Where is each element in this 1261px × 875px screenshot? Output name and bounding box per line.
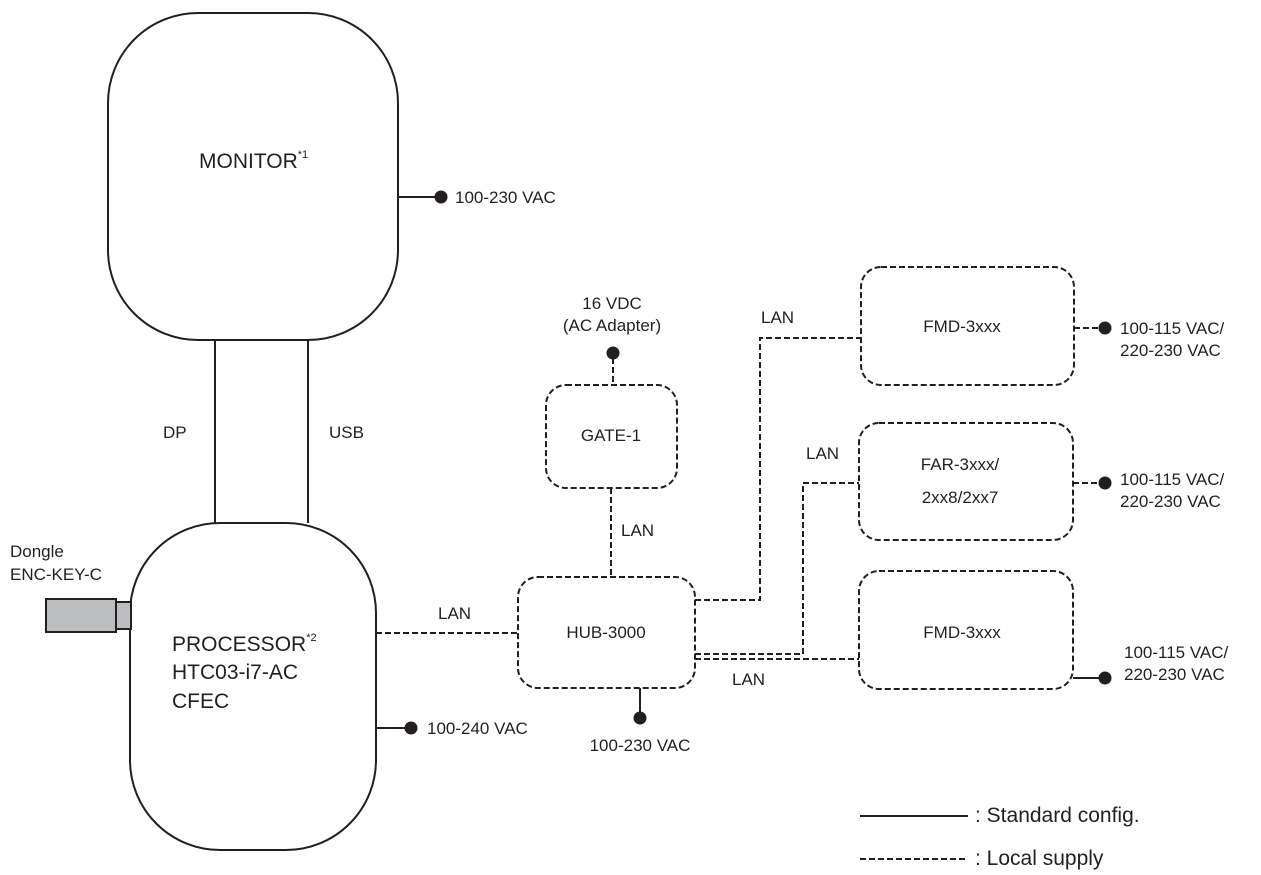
dongle-model: ENC-KEY-C [10,565,102,584]
lan-hub-far-label: LAN [806,444,840,463]
monitor-power-terminal [434,190,448,204]
monitor-label-text: MONITOR [199,150,298,173]
fmd-bottom-power-line1: 100-115 VAC/ [1124,643,1229,662]
monitor-label: MONITOR*1 [199,150,308,174]
monitor-power-label: 100-230 VAC [455,188,556,207]
monitor-box [107,12,399,341]
hub-label: HUB-3000 [566,623,646,642]
fmd-top-label: FMD-3xxx [923,317,1001,336]
lan-hub-fmd-bottom-label: LAN [732,670,766,689]
usb-label: USB [329,423,364,442]
fmd-bottom-power-line2: 220-230 VAC [1124,665,1225,684]
far-power-terminal [1098,476,1112,490]
hub-fmd-top-lan [695,337,861,601]
gate-power-line2: (AC Adapter) [562,316,662,335]
gate-power-line1: 16 VDC [582,294,642,313]
monitor-note: *1 [297,149,309,161]
far-label-line2: 2xx8/2xx7 [921,488,999,507]
legend-local-label: : Local supply [975,847,1104,870]
hub-power-label: 100-230 VAC [589,736,691,755]
dongle-plug [115,601,132,630]
dongle-title: Dongle [10,542,64,561]
far-power-line1: 100-115 VAC/ [1120,470,1225,489]
fmd-bottom-power-terminal [1098,671,1112,685]
processor-power-label: 100-240 VAC [427,719,528,738]
lan-hub-gate-label: LAN [621,521,655,540]
gate-power-terminal [606,346,620,360]
processor-power-terminal [404,721,418,735]
hub-power-terminal [633,711,647,725]
lan-hub-fmd-top-label: LAN [761,308,795,327]
gate-label: GATE-1 [580,426,642,445]
fmd-top-power-terminal [1098,321,1112,335]
processor-label-text: PROCESSOR [172,633,307,656]
fmd-bottom-box [858,570,1074,690]
far-power-line2: 220-230 VAC [1120,492,1221,511]
fmd-top-box [860,266,1075,386]
far-box [858,422,1074,541]
dongle-body [45,598,117,633]
lan-processor-hub-label: LAN [438,604,472,623]
hub-far-lan [695,482,859,655]
processor-label: PROCESSOR*2 [172,633,317,657]
processor-note: *2 [306,632,317,644]
fmd-top-power-line1: 100-115 VAC/ [1120,319,1225,338]
hub-box [517,576,696,689]
dp-label: DP [163,423,187,442]
processor-option: CFEC [172,690,230,713]
legend-standard-label: : Standard config. [975,804,1140,827]
fmd-top-power-line2: 220-230 VAC [1120,341,1221,360]
processor-box [129,522,377,851]
far-label-line1: FAR-3xxx/ [920,455,1000,474]
processor-model: HTC03-i7-AC [172,661,299,684]
fmd-bottom-label: FMD-3xxx [923,623,1001,642]
